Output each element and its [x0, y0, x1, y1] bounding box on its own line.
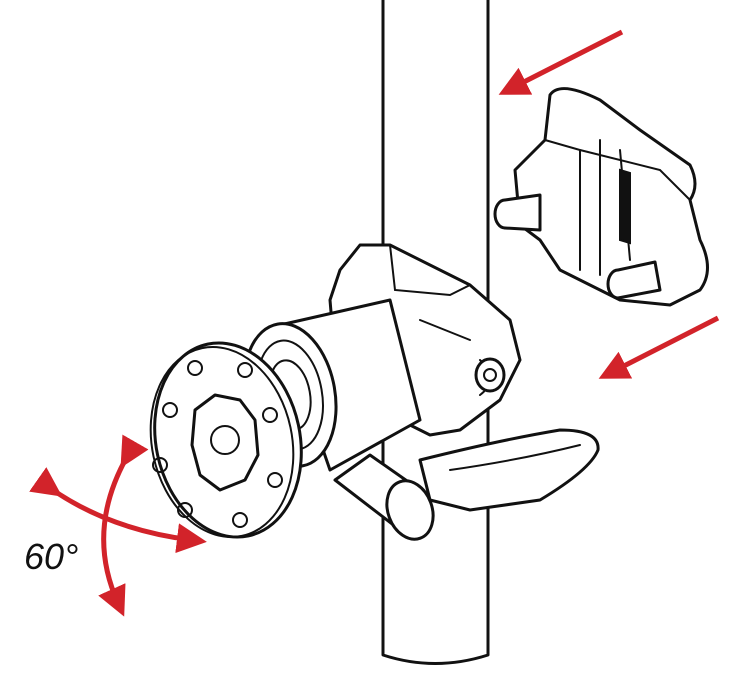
rotation-arrow-vertical: [98, 434, 149, 617]
attach-arrows: [498, 29, 720, 379]
arrow-top: [498, 29, 624, 95]
clamp-lever: [333, 428, 600, 541]
angle-label: 60°: [24, 536, 79, 577]
arrow-bottom: [598, 315, 720, 379]
clamp-half-detached: [493, 87, 709, 307]
rotation-arrows: [29, 434, 207, 617]
rotation-arrow-horizontal: [29, 467, 207, 554]
